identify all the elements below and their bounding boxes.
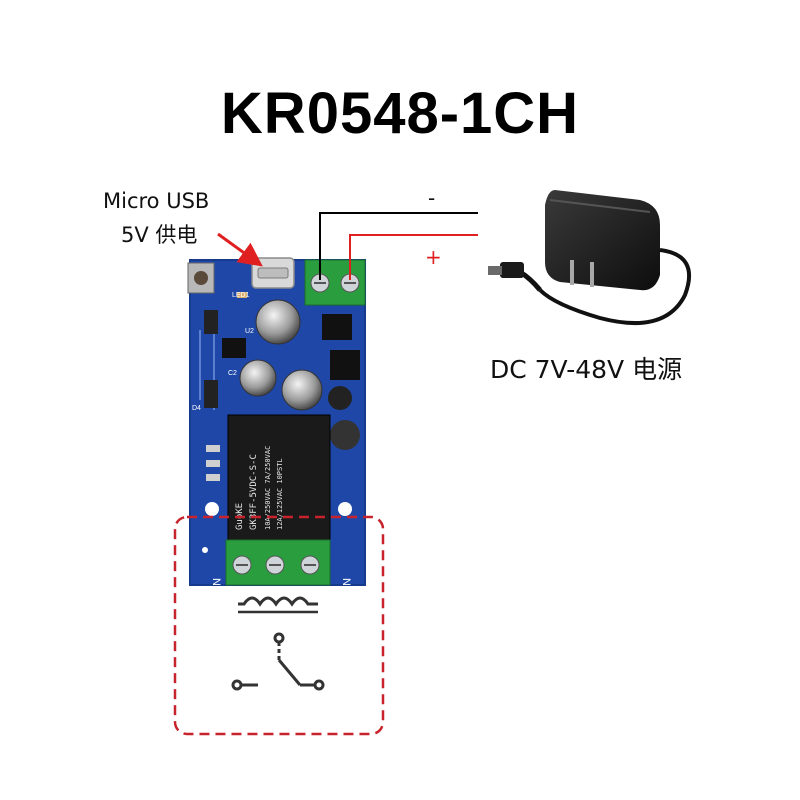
capacitor-icon xyxy=(239,299,323,411)
relay-switch-icon xyxy=(231,632,325,691)
relay-rating-2: 12A/125VAC 10PSTL xyxy=(276,458,284,530)
silkscreen-c2: C2 xyxy=(228,370,237,377)
relay-coil-icon xyxy=(238,596,318,614)
positive-wire-label: + xyxy=(425,245,442,269)
relay-terminal-block xyxy=(225,539,331,586)
silkscreen-no-left: NO xyxy=(210,578,222,595)
silkscreen-led: LED1 xyxy=(232,292,250,299)
relay-module: GuoKE GK3FF-5VDC-S-C 10A/250VAC 7A/250VA… xyxy=(227,414,331,541)
product-title: KR0548-1CH xyxy=(220,81,580,146)
power-adapter-icon xyxy=(488,190,691,326)
usb-label-line2: 5V 供电 xyxy=(121,223,198,247)
relay-model: GK3FF-5VDC-S-C xyxy=(249,454,259,530)
negative-wire xyxy=(319,212,478,280)
relay-rating-1: 10A/250VAC 7A/250VAC xyxy=(264,446,272,530)
power-terminal-block xyxy=(304,259,366,306)
reset-button-icon xyxy=(187,262,215,294)
relay-board: LED1 U2 C2 D4 GuoKE GK3FF-5VDC-S-C 10A/2… xyxy=(187,257,366,595)
usb-label-line1: Micro USB xyxy=(103,189,210,213)
silkscreen-no-right: NO xyxy=(340,578,352,595)
positive-wire xyxy=(349,234,478,280)
usb-pointer-arrow xyxy=(217,232,263,267)
power-supply-label: DC 7V-48V 电源 xyxy=(490,355,683,384)
negative-wire-label: - xyxy=(428,186,436,210)
silkscreen-u2: U2 xyxy=(245,328,254,335)
load-output-box xyxy=(173,515,385,736)
silkscreen-d4: D4 xyxy=(192,405,201,412)
